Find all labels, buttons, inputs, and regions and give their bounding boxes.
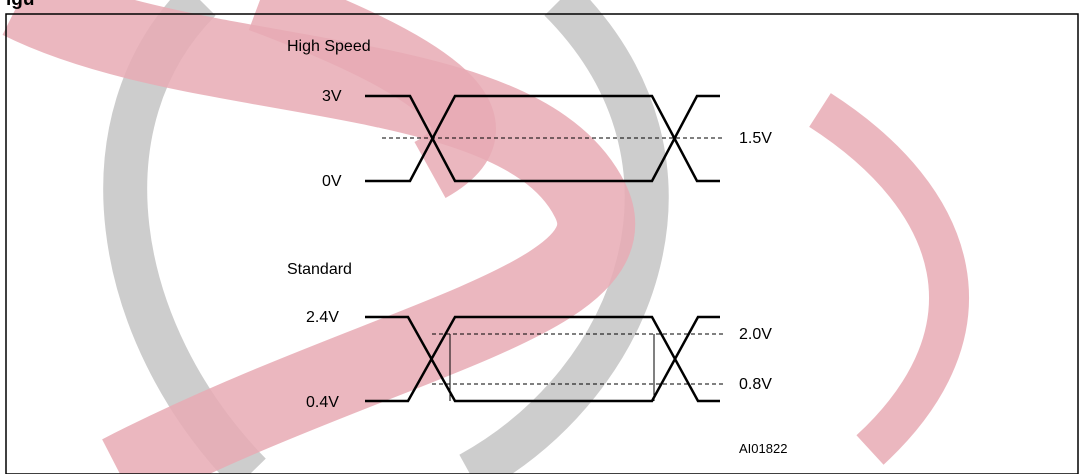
figure-title: igu <box>6 0 35 11</box>
standard-waveform <box>365 315 720 403</box>
watermark-pink-right <box>809 93 969 465</box>
figure-frame <box>5 13 1079 474</box>
watermark-gray-arc-right <box>459 0 669 474</box>
watermark-pink-s <box>2 0 636 474</box>
watermark-pink-tail <box>248 0 496 198</box>
high-speed-waveform <box>365 94 720 183</box>
standard-threshold-high-label: 2.0V <box>739 326 772 343</box>
standard-level-low: 0.4V <box>306 394 339 411</box>
high-speed-level-low: 0V <box>322 173 342 190</box>
standard-threshold-low-label: 0.8V <box>739 376 772 393</box>
figure-code: AI01822 <box>739 441 788 456</box>
standard-heading: Standard <box>287 261 352 278</box>
high-speed-threshold-label: 1.5V <box>739 130 772 147</box>
standard-level-high: 2.4V <box>306 309 339 326</box>
high-speed-heading: High Speed <box>287 38 371 55</box>
high-speed-level-high: 3V <box>322 88 342 105</box>
